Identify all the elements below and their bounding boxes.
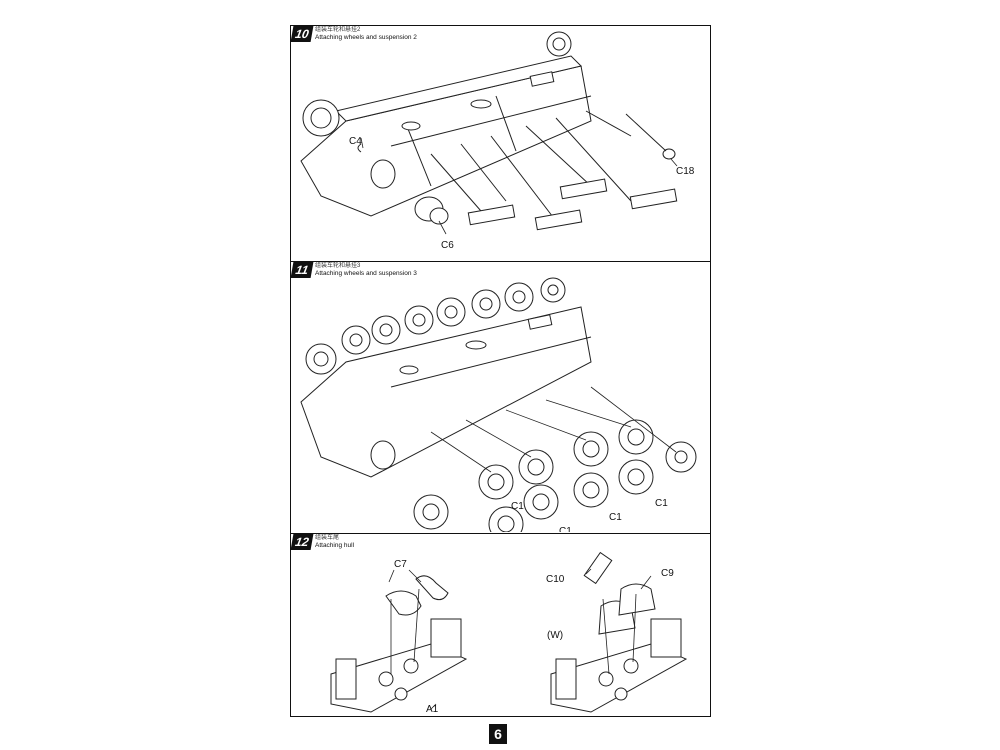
step-10-title-en: Attaching wheels and suspension 2 bbox=[315, 34, 417, 41]
step-10-header: 10 组装车轮和悬挂2 Attaching wheels and suspens… bbox=[290, 26, 417, 44]
step-10-title-cn: 组装车轮和悬挂2 bbox=[315, 27, 361, 33]
step-11-panel: 11 组装车轮和悬挂3 Attaching wheels and suspens… bbox=[290, 261, 710, 533]
step-12-panel: 12 组装车尾 Attaching hull bbox=[290, 533, 710, 716]
label-c1-a: C1 bbox=[511, 501, 524, 512]
label-w: (W) bbox=[547, 630, 563, 641]
label-a1: A1 bbox=[426, 704, 439, 715]
step-12-header: 12 组装车尾 Attaching hull bbox=[290, 534, 355, 552]
label-c9: C9 bbox=[661, 568, 674, 579]
label-c1-c: C1 bbox=[559, 526, 572, 532]
step-12-title-cn: 组装车尾 bbox=[315, 535, 340, 541]
label-c4: C4 bbox=[349, 136, 362, 147]
step-11-title-cn: 组装车轮和悬挂3 bbox=[315, 263, 361, 269]
label-c6: C6 bbox=[441, 240, 454, 251]
step-10-panel: 10 组装车轮和悬挂2 Attaching wheels and suspens… bbox=[290, 26, 710, 261]
step-12-illustration: C7 C10 C9 (W) A1 bbox=[330, 551, 688, 715]
instruction-page: 10 组装车轮和悬挂2 Attaching wheels and suspens… bbox=[290, 25, 711, 717]
page-number: 6 bbox=[489, 724, 507, 744]
step-11-illustration: C1 C1 C1 C1 C1 bbox=[300, 277, 697, 532]
step-11-header: 11 组装车轮和悬挂3 Attaching wheels and suspens… bbox=[290, 262, 417, 280]
label-c18: C18 bbox=[676, 166, 695, 177]
label-c7: C7 bbox=[394, 559, 407, 570]
step-11-title-en: Attaching wheels and suspension 3 bbox=[315, 270, 417, 277]
label-c1-d: C1 bbox=[609, 512, 622, 523]
label-c1-e: C1 bbox=[655, 498, 668, 509]
label-c10: C10 bbox=[546, 574, 565, 585]
step-12-title-en: Attaching hull bbox=[315, 542, 355, 549]
step-10-illustration: C4 C6 C18 bbox=[300, 31, 695, 251]
